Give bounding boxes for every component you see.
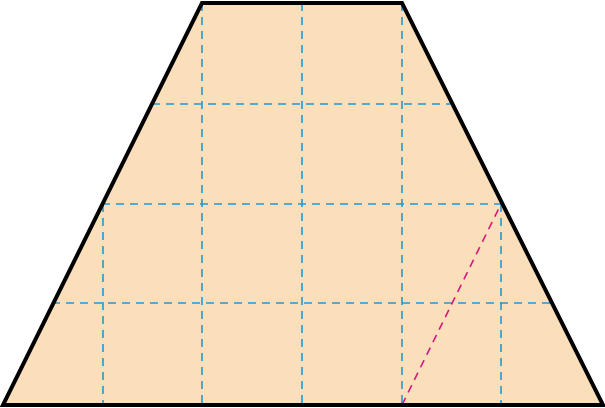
grid-lines (52, 3, 552, 405)
diagonal-dashed-line (401, 203, 502, 406)
